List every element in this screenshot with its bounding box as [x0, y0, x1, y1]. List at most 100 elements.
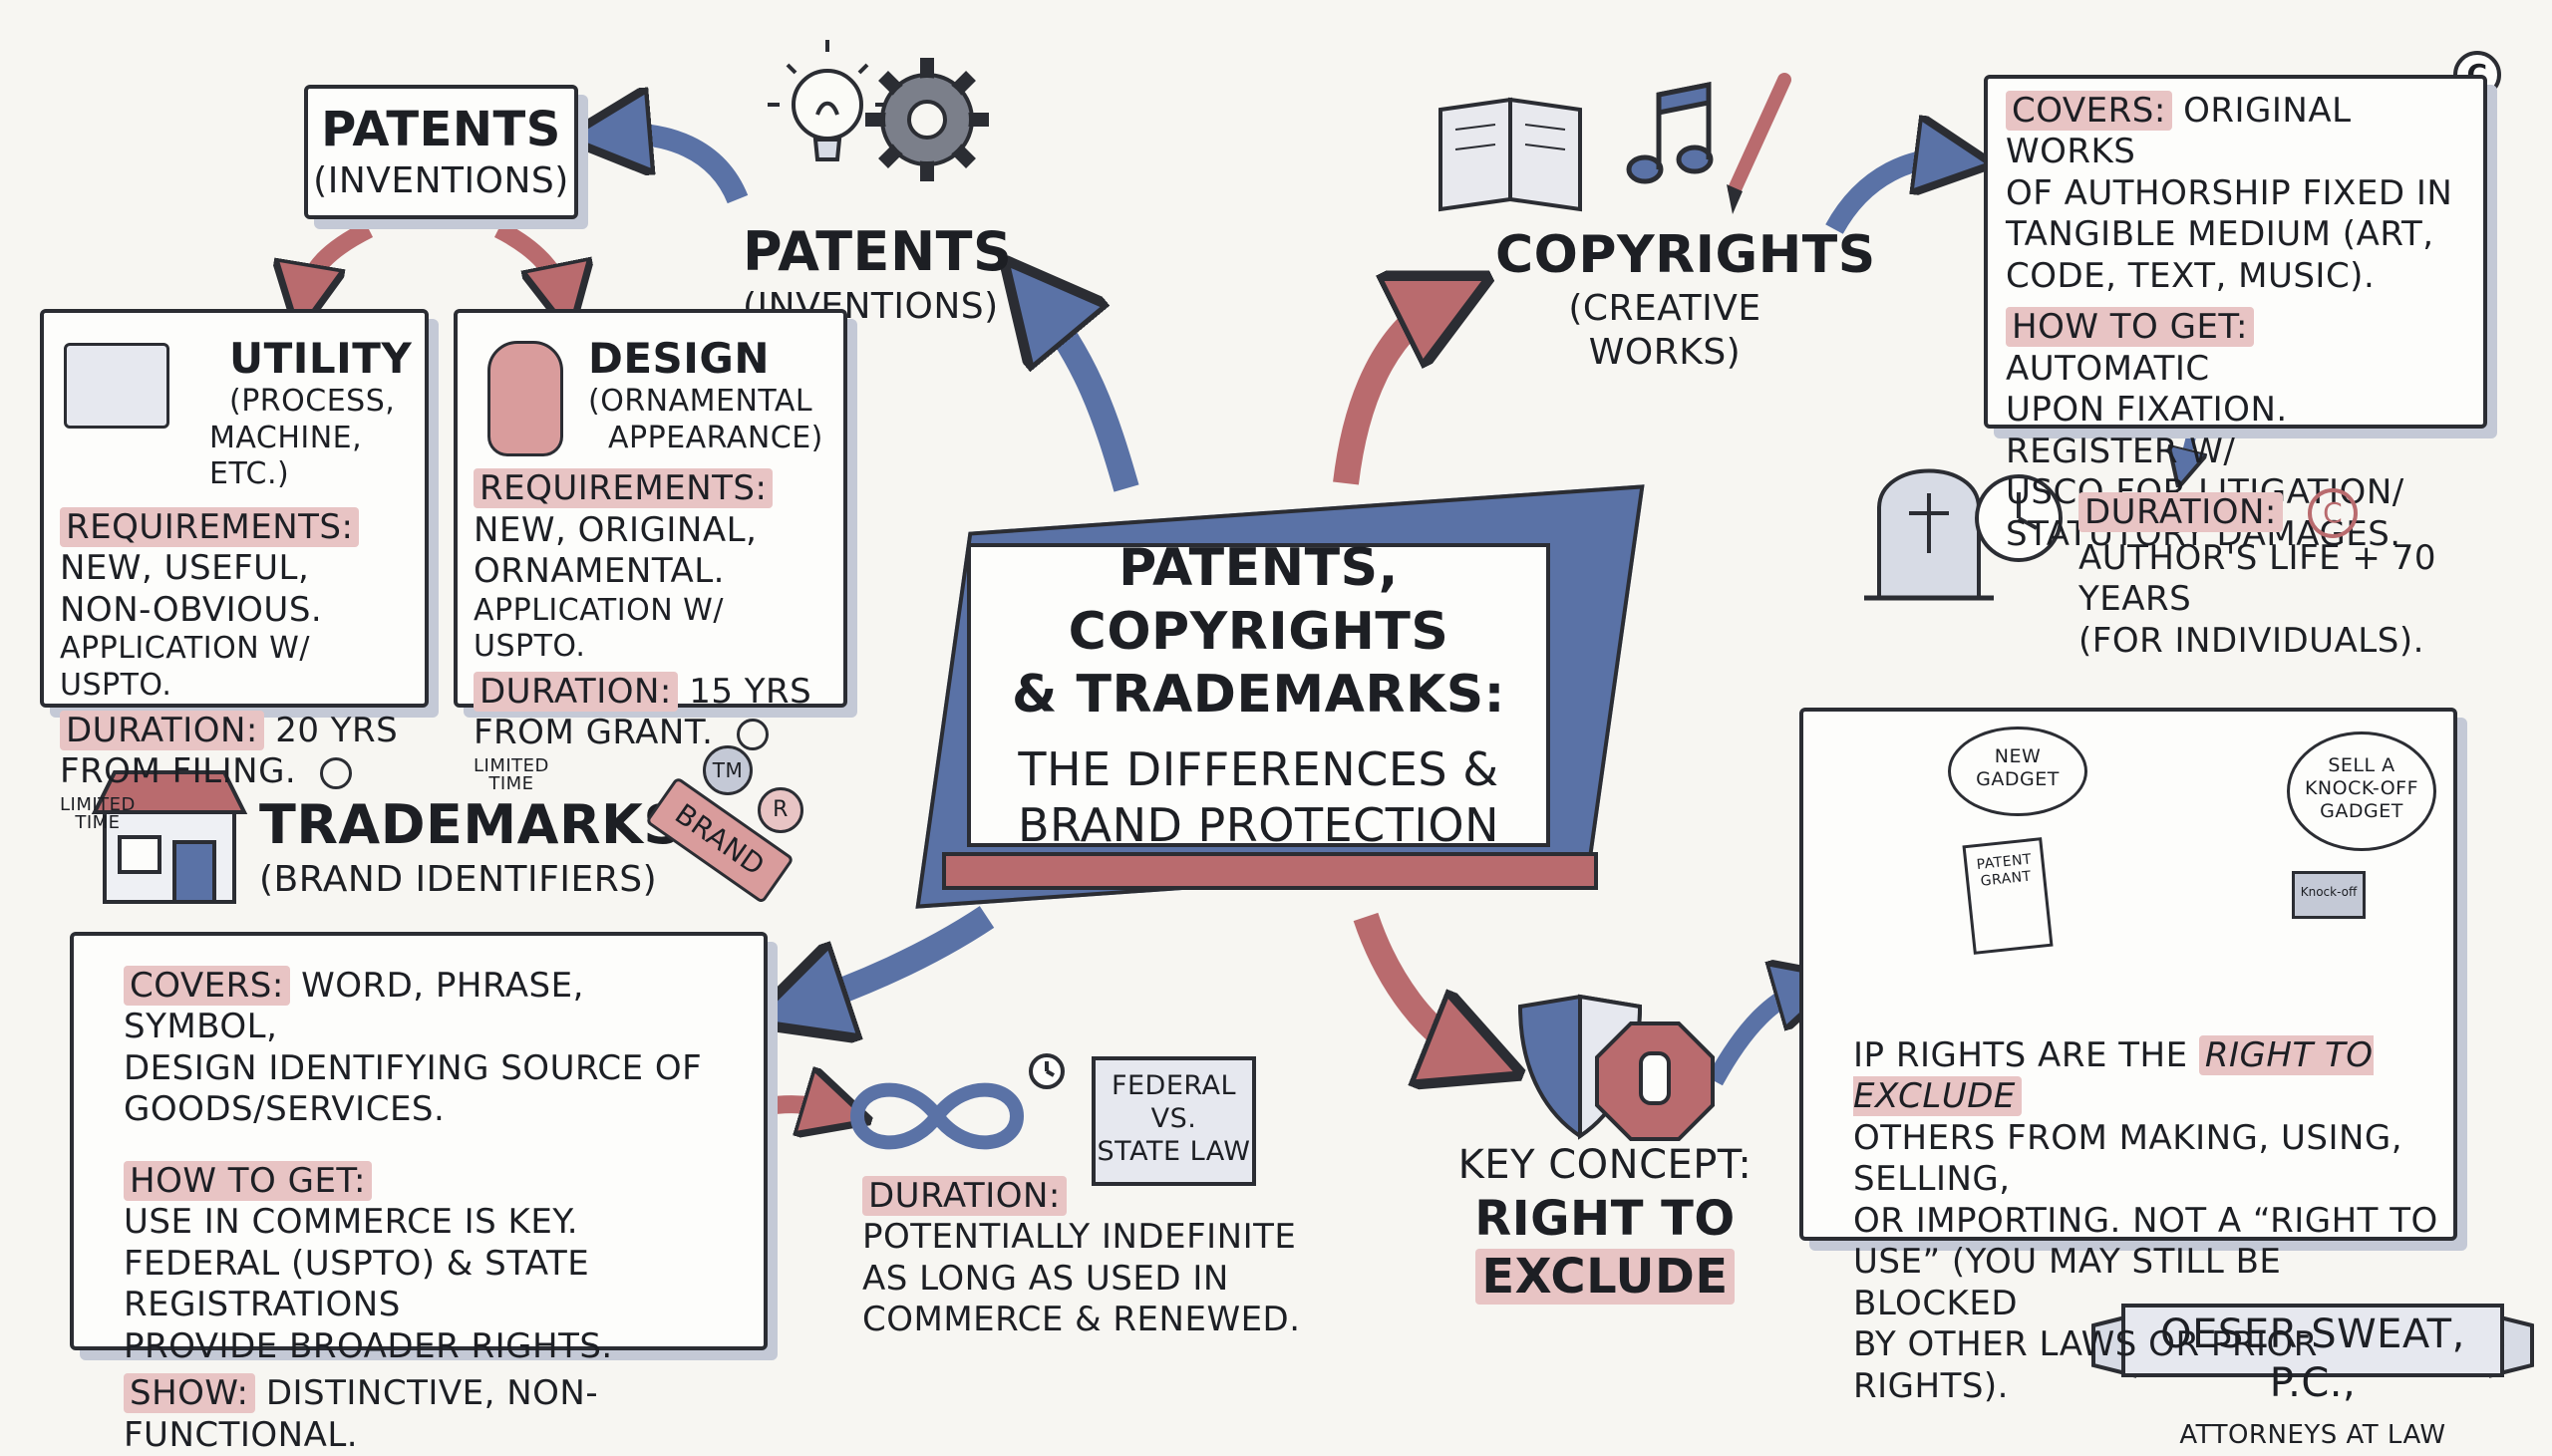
utility-patent-card: UTILITY (PROCESS, MACHINE, ETC.) REQUIRE… — [40, 309, 429, 832]
gravestone-icon — [1864, 468, 1994, 601]
copyrights-subtitle: (CREATIVE WORKS) — [1568, 288, 1761, 374]
tm-how3: PROVIDE BROADER RIGHTS. — [124, 1325, 613, 1366]
utility-limited2: TIME — [75, 812, 121, 834]
tm-dur-label: DURATION: — [862, 1176, 1067, 1216]
copyright-covers-label: COVERS: — [2006, 91, 2172, 131]
copyright-covers3: TANGIBLE MEDIUM (ART, — [2006, 214, 2434, 255]
r-badge: R — [758, 787, 803, 833]
bubble1-line2: GADGET — [1976, 768, 2060, 791]
paintbrush-icon — [1727, 73, 1791, 214]
arrow-copyrights-to-box — [1825, 158, 1954, 234]
tm-covers2: DESIGN IDENTIFYING SOURCE OF — [124, 1047, 703, 1088]
clock-icon-small — [319, 756, 352, 789]
infinity-icon — [849, 1082, 1025, 1150]
design-req3: APPLICATION W/ USPTO. — [474, 592, 724, 665]
utility-limited1: LIMITED — [60, 794, 136, 816]
trademarks-card: COVERS: WORD, PHRASE, SYMBOL, DESIGN IDE… — [70, 932, 768, 1455]
design-dur2: FROM GRANT. — [474, 713, 714, 753]
thought-bubble-1: NEW GADGET — [1948, 727, 2087, 816]
copyright-how-label: HOW TO GET: — [2006, 307, 2254, 348]
gear-icon — [865, 58, 989, 181]
arrow-center-to-trademarks — [798, 906, 995, 1007]
machine-icon — [64, 343, 169, 429]
tm-dur3: COMMERCE & RENEWED. — [862, 1300, 1301, 1340]
book-icon — [1438, 97, 1582, 212]
trademarks-label: TRADEMARKS (BRAND IDENTIFIERS) — [259, 792, 683, 902]
music-note-icon — [1626, 81, 1714, 184]
key-concept-text: IP RIGHTS ARE THE RIGHT TO EXCLUDE OTHER… — [1853, 1035, 2453, 1407]
key-concept-line1: KEY CONCEPT: — [1457, 1142, 1753, 1188]
design-sub1: (ORNAMENTAL — [588, 384, 813, 420]
clock-icon-small — [736, 718, 769, 750]
key-concept-line3: EXCLUDE — [1475, 1249, 1735, 1306]
small-clock-icon — [1029, 1053, 1065, 1089]
patents-title: PATENTS — [743, 220, 1013, 283]
copyright-how1: AUTOMATIC — [2006, 348, 2210, 389]
arrow-center-to-patents — [1037, 299, 1139, 492]
tm-show-label: SHOW: — [124, 1373, 255, 1414]
arrow-center-to-copyrights — [1333, 299, 1445, 485]
utility-req-label: REQUIREMENTS: — [60, 507, 360, 548]
lightbulb-icon — [768, 40, 887, 161]
arrow-to-design — [493, 220, 563, 299]
tm-dur2: AS LONG AS USED IN — [862, 1258, 1229, 1299]
tm-covers1: WORD, PHRASE, SYMBOL, — [124, 966, 584, 1047]
arrow-key-to-box — [1707, 987, 1809, 1086]
design-sub2: APPEARANCE) — [608, 420, 823, 455]
utility-req3: APPLICATION W/ USPTO. — [60, 631, 310, 704]
kc-text3: OR IMPORTING. NOT A “RIGHT TO — [1853, 1200, 2438, 1241]
sign-line1: FEDERAL — [1111, 1070, 1237, 1101]
tm-dur1: POTENTIALLY INDEFINITE — [862, 1217, 1297, 1258]
patents-box-title: PATENTS — [321, 102, 561, 157]
utility-sub2: MACHINE, ETC.) — [209, 420, 363, 492]
bubble2-line3: GADGET — [2320, 800, 2403, 823]
trademarks-title: TRADEMARKS — [259, 793, 683, 856]
sign-line3: STATE LAW — [1097, 1135, 1251, 1167]
firm-tagline: ATTORNEYS AT LAW — [2179, 1419, 2446, 1450]
tm-duration: DURATION: POTENTIALLY INDEFINITE AS LONG… — [862, 1176, 1301, 1341]
tablet-label: Knock-off — [2300, 885, 2358, 899]
key-concept-line2: RIGHT TO — [1474, 1190, 1736, 1247]
arrow-copyright-duration — [2183, 427, 2193, 468]
tm-how1: USE IN COMMERCE IS KEY. — [124, 1202, 579, 1243]
arrow-center-to-key-concept — [1353, 912, 1475, 1056]
utility-title: UTILITY — [229, 334, 413, 383]
design-limited1: LIMITED — [474, 755, 549, 777]
key-concept-label: KEY CONCEPT: RIGHT TO EXCLUDE — [1455, 1141, 1754, 1307]
tm-how-label: HOW TO GET: — [124, 1160, 372, 1201]
tm-covers3: GOODS/SERVICES. — [124, 1089, 446, 1130]
firm-banner: OESER-SWEAT, P.C., ATTORNEYS AT LAW — [2123, 1310, 2502, 1451]
design-dur1: 15 YRS — [689, 672, 812, 713]
vase-icon — [487, 341, 563, 456]
knockoff-tablet: Knock-off — [2292, 871, 2366, 919]
copyrights-card: COVERS: ORIGINAL WORKS OF AUTHORSHIP FIX… — [1984, 75, 2487, 554]
utility-req1: NEW, USEFUL, — [60, 548, 310, 589]
copyrights-title: COPYRIGHTS — [1495, 225, 1876, 285]
copyright-covers4: CODE, TEXT, MUSIC). — [2006, 255, 2376, 296]
utility-req2: NON-OBVIOUS. — [60, 589, 323, 630]
patents-title-box: PATENTS (INVENTIONS) — [304, 85, 578, 219]
copyright-covers1: ORIGINAL WORKS — [2006, 91, 2352, 172]
bubble2-line1: SELL A — [2328, 754, 2395, 776]
firm-name: OESER-SWEAT, P.C., — [2160, 1311, 2465, 1406]
clock-icon — [1975, 474, 2063, 562]
federal-vs-state-sign: FEDERAL VS. STATE LAW — [1092, 1056, 1256, 1186]
design-limited2: TIME — [488, 773, 534, 795]
bubble1-line1: NEW — [1994, 745, 2042, 767]
center-box: PATENTS, COPYRIGHTS & TRADEMARKS: THE DI… — [967, 538, 1550, 852]
utility-sub1: (PROCESS, — [229, 384, 396, 420]
speech-bubble-2: SELL A KNOCK-OFF GADGET — [2287, 731, 2436, 851]
copyright-duration: DURATION: C AUTHOR'S LIFE + 70 YEARS (FO… — [2078, 488, 2552, 662]
utility-dur-label: DURATION: — [60, 710, 264, 750]
center-box-bottom — [942, 852, 1598, 890]
kc-text5: BY OTHER LAWS OR PRIOR RIGHTS). — [1853, 1324, 2318, 1406]
storefront-icon — [91, 770, 248, 904]
bubble2-line2: KNOCK-OFF — [2304, 777, 2419, 800]
copyright-circle-icon: C — [2308, 488, 2359, 538]
tm-how2: FEDERAL (USPTO) & STATE REGISTRATIONS — [124, 1243, 590, 1325]
patent-grant-document: PATENT GRANT — [1962, 837, 2054, 955]
patents-box-subtitle: (INVENTIONS) — [313, 159, 569, 201]
center-title-line1: PATENTS, COPYRIGHTS — [1068, 538, 1449, 662]
sign-line2: VS. — [1150, 1102, 1197, 1134]
arrow-to-utility — [304, 220, 374, 299]
